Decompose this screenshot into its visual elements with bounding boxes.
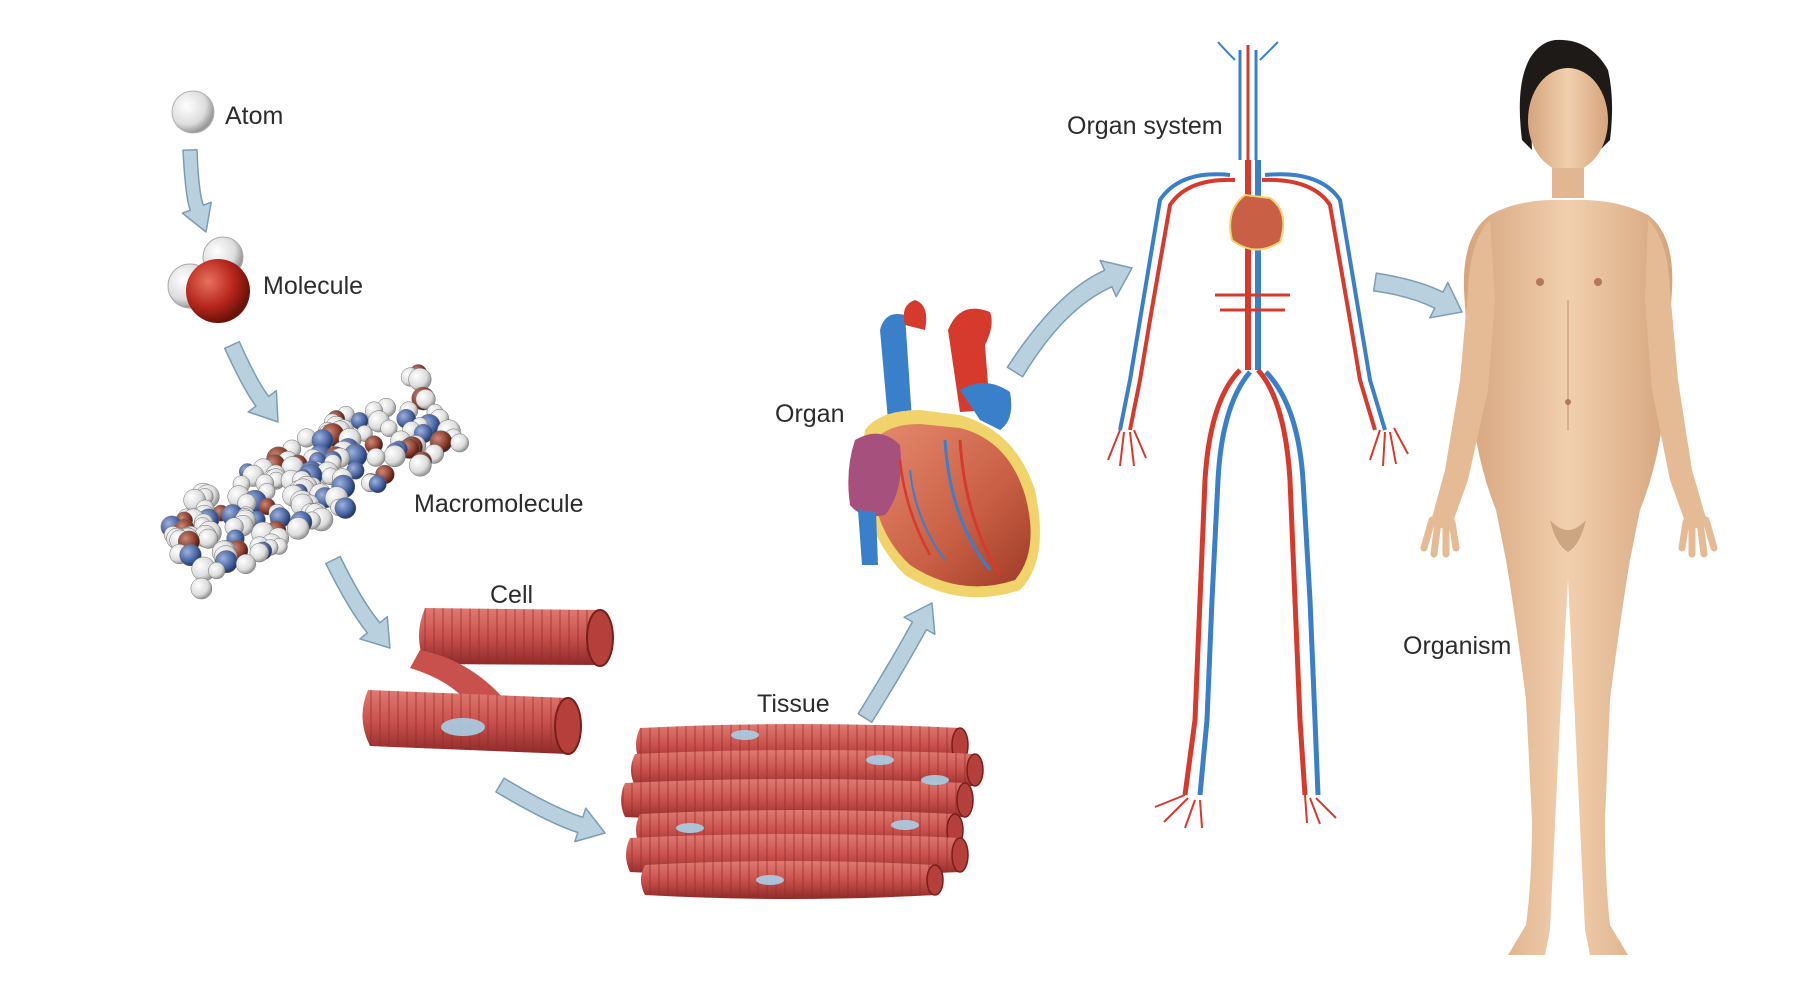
tissue-fiber-striations [621,779,970,821]
tissue-fiber-end [926,864,944,896]
label-atom: Atom [225,102,284,130]
macromolecule-atom-sphere [366,448,386,467]
organ-system-illustration [1107,41,1409,829]
flow-arrow [181,148,212,233]
tissue-nucleus [866,755,894,765]
flow-arrow [495,777,606,843]
macromolecule-atom-sphere [190,577,213,600]
label-tissue: Tissue [757,690,830,718]
tissue-fiber-end [956,782,974,818]
macromolecule-atom-sphere [383,444,406,468]
label-molecule: Molecule [263,272,364,300]
tissue-nucleus [891,820,919,830]
macromolecule-atom-sphere [286,517,310,540]
label-macromolecule: Macromolecule [414,490,584,518]
macromolecule-atom-sphere [415,389,436,410]
macromolecule-atom-sphere [334,497,357,519]
flow-arrows [181,148,1463,843]
molecule-illustration [167,236,250,323]
tissue-illustration [621,724,984,899]
organ-heart-illustration [848,300,1040,598]
macromolecule-atom-sphere [249,542,269,563]
cell-illustration [362,608,614,755]
flow-arrow [1006,259,1133,378]
macromolecule-illustration [160,364,469,600]
flow-arrow [857,602,936,723]
macromolecule-atom-sphere [208,562,226,580]
label-organ-system: Organ system [1067,112,1223,140]
label-organ: Organ [775,400,845,428]
label-organism: Organism [1403,632,1512,660]
tissue-nucleus [756,875,784,885]
macromolecule-atom-sphere [450,433,469,453]
atom-illustration [171,90,215,134]
organism-human-illustration [1420,39,1718,955]
flow-arrow [1372,272,1463,319]
tissue-nucleus [676,823,704,833]
tissue-fiber-striations [641,861,940,899]
tissue-nucleus [731,730,759,740]
macromolecule-atom-sphere [380,419,398,437]
tissue-fiber-end [951,837,969,873]
flow-arrow [325,555,391,649]
macromolecule-atom-sphere [235,553,256,575]
label-cell: Cell [490,581,534,609]
macromolecule-atom-sphere [368,475,387,494]
flow-arrow [223,340,279,423]
tissue-fiber-end [966,753,984,787]
macromolecule-atom-sphere [408,367,432,391]
tissue-nucleus [921,775,949,785]
macromolecule-atom-sphere [409,453,432,477]
